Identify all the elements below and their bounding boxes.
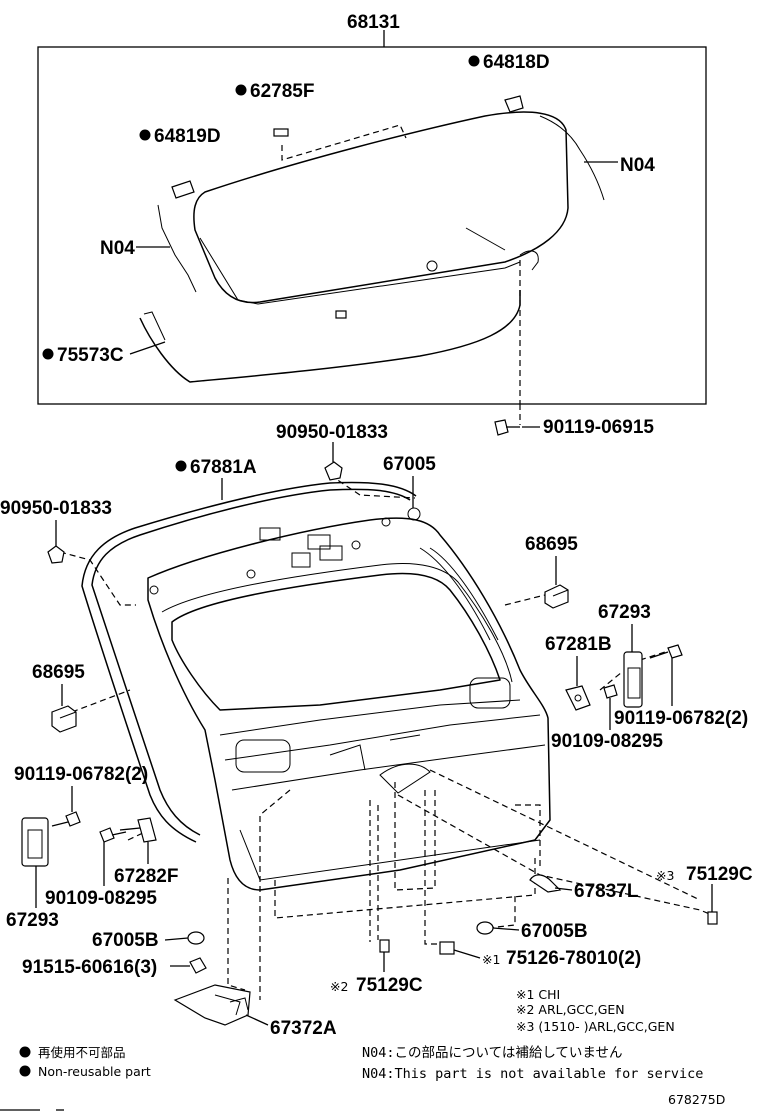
callout-68695-right: 68695 bbox=[525, 534, 578, 555]
hinge-67293-right[interactable] bbox=[623, 651, 643, 708]
callout-64819D: 64819D bbox=[154, 126, 221, 147]
back-door-glass[interactable] bbox=[193, 111, 569, 304]
footnote-1: ※1 CHI bbox=[516, 987, 560, 1002]
grommet-67005B-right[interactable] bbox=[476, 921, 494, 935]
callout-67881A: 67881A bbox=[190, 457, 257, 478]
harness-n04-left[interactable] bbox=[157, 204, 197, 293]
bolt-90109-08295-left[interactable] bbox=[99, 827, 127, 843]
callout-67293-left: 67293 bbox=[6, 910, 59, 931]
stopper-68695-right[interactable] bbox=[544, 584, 569, 609]
non-reusable-dot bbox=[468, 55, 480, 67]
callout-90119-06782-left: 90119-06782(2) bbox=[14, 764, 148, 785]
callout-62785F: 62785F bbox=[250, 81, 314, 102]
callout-67372A: 67372A bbox=[270, 1018, 337, 1039]
clip-62785F[interactable] bbox=[273, 128, 289, 137]
nut-90950-01833-left[interactable] bbox=[47, 545, 65, 564]
non-reusable-dot bbox=[139, 129, 151, 141]
diagram-code: 678275D bbox=[668, 1092, 725, 1107]
n04-note-jp: N04:この部品については補給していません bbox=[362, 1045, 623, 1061]
callout-90119-06915: 90119-06915 bbox=[543, 417, 654, 438]
clip-67282F[interactable] bbox=[119, 817, 157, 843]
callout-67281B: 67281B bbox=[545, 634, 612, 655]
harness-n04-right[interactable] bbox=[539, 115, 605, 201]
callout-90950-01833-top: 90950-01833 bbox=[276, 422, 388, 443]
legend-dot bbox=[19, 1065, 31, 1077]
non-reusable-dot bbox=[42, 348, 54, 360]
callout-90109-08295-right: 90109-08295 bbox=[551, 731, 663, 752]
callout-90119-06782-right: 90119-06782(2) bbox=[614, 708, 748, 729]
hinge-67293-left[interactable] bbox=[21, 817, 49, 867]
nut-90950-01833-top[interactable] bbox=[324, 461, 343, 481]
handle-67372A[interactable] bbox=[173, 984, 251, 1026]
ref-mark-2: ※2 bbox=[330, 979, 348, 994]
connector-bracket bbox=[335, 310, 347, 319]
legend-en: Non-reusable part bbox=[38, 1064, 151, 1079]
ref-mark-3: ※3 bbox=[656, 868, 674, 883]
bolt-90119-06915[interactable] bbox=[494, 419, 520, 436]
bolt-90119-06782-left[interactable] bbox=[51, 811, 81, 827]
weatherstrip-67881A[interactable] bbox=[91, 488, 411, 836]
callout-64818D: 64818D bbox=[483, 52, 550, 73]
callout-n04-right: N04 bbox=[620, 155, 655, 176]
footnote-2: ※2 ARL,GCC,GEN bbox=[516, 1002, 625, 1017]
door-window-opening bbox=[171, 572, 501, 711]
clip-64819D[interactable] bbox=[171, 180, 195, 199]
callout-67005: 67005 bbox=[383, 454, 436, 475]
callout-91515-60616: 91515-60616(3) bbox=[22, 957, 157, 978]
callout-90950-01833-left: 90950-01833 bbox=[0, 498, 112, 519]
footnote-3: ※3 (1510- )ARL,GCC,GEN bbox=[516, 1019, 675, 1034]
weatherstrip-75573C[interactable] bbox=[139, 290, 521, 383]
callout-90109-08295-left: 90109-08295 bbox=[45, 888, 157, 909]
callout-68695-left: 68695 bbox=[32, 662, 85, 683]
callout-75129C-bottom: 75129C bbox=[356, 975, 423, 996]
plate-75126-78010[interactable] bbox=[439, 941, 455, 955]
callout-67282F: 67282F bbox=[114, 866, 178, 887]
callout-67293-right: 67293 bbox=[598, 602, 651, 623]
back-door-panel[interactable] bbox=[147, 517, 551, 891]
callout-67005B-right: 67005B bbox=[521, 921, 588, 942]
stopper-68695-left[interactable] bbox=[51, 705, 77, 733]
non-reusable-dot bbox=[235, 84, 247, 96]
n04-note-en: N04:This part is not available for servi… bbox=[362, 1066, 703, 1082]
ref-mark-1: ※1 bbox=[482, 952, 500, 967]
callout-67837L: 67837L bbox=[574, 881, 639, 902]
grommet-67005B-left[interactable] bbox=[187, 931, 205, 945]
glass-assembly-box bbox=[37, 46, 707, 405]
callout-75573C: 75573C bbox=[57, 345, 124, 366]
callout-67005B-left: 67005B bbox=[92, 930, 159, 951]
callout-68131: 68131 bbox=[347, 12, 400, 33]
bolt-90119-06782-right[interactable] bbox=[649, 644, 683, 659]
clip-64818D[interactable] bbox=[504, 95, 524, 113]
callout-75126-78010: 75126-78010(2) bbox=[506, 948, 641, 969]
clip-91515-60616[interactable] bbox=[189, 957, 207, 974]
callout-75129C-right: 75129C bbox=[686, 864, 753, 885]
bolt-90109-08295-right[interactable] bbox=[603, 684, 618, 699]
clip-67281B[interactable] bbox=[565, 685, 591, 711]
callout-n04-left: N04 bbox=[100, 238, 135, 259]
glass-hole bbox=[426, 260, 438, 272]
legend-dot bbox=[19, 1046, 31, 1058]
emblem-75129C-right[interactable] bbox=[707, 911, 718, 925]
legend-jp: 再使用不可部品 bbox=[38, 1045, 126, 1060]
non-reusable-dot bbox=[175, 460, 187, 472]
emblem-75129C-bottom[interactable] bbox=[379, 939, 390, 953]
